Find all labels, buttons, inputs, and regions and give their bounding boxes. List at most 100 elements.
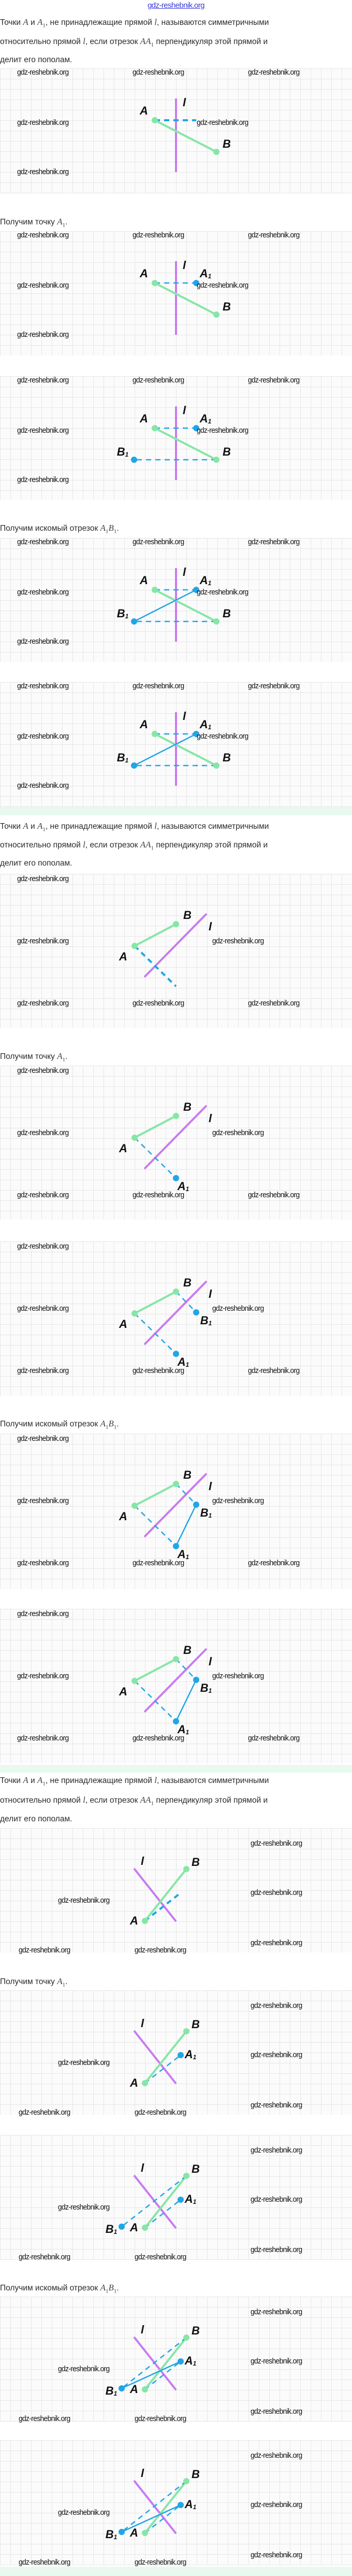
text-segment: перпендикуляр этой прямой и: [154, 37, 268, 46]
label-a1-letter: A: [199, 412, 208, 425]
watermark-text: gdz-reshebnik.org: [133, 1191, 184, 1199]
watermark-text: gdz-reshebnik.org: [251, 2245, 302, 2254]
label-a: A: [119, 1685, 127, 1698]
line-l: [133, 2336, 177, 2391]
label-b-letter: B: [223, 300, 231, 313]
text-segment: , не принадлежащие прямой: [45, 1776, 155, 1785]
label-l-letter: l: [209, 1480, 212, 1493]
definition-line: Точки A и A1, не принадлежащие прямой l,…: [0, 17, 269, 31]
label-b1: B1: [200, 1314, 212, 1327]
label-a1: A1: [177, 1723, 189, 1736]
watermark-text: gdz-reshebnik.org: [17, 1191, 69, 1199]
math-symbol: A: [23, 17, 28, 27]
label-a1-letter: A: [177, 1355, 186, 1368]
watermark-text: gdz-reshebnik.org: [17, 781, 69, 790]
point-b: [213, 149, 219, 155]
text-segment: Получим точку: [0, 1977, 57, 1986]
math-subscript: 1: [151, 41, 154, 48]
grid-diagram: [0, 1828, 352, 1952]
label-a1: A1: [177, 1548, 189, 1561]
label-a: A: [129, 2526, 138, 2539]
point-b: [173, 921, 179, 927]
watermark-text: gdz-reshebnik.org: [19, 2558, 70, 2567]
math-subscript: 1: [113, 528, 117, 535]
point-a1: [193, 587, 199, 593]
dashed-perpendicular-a: [144, 2199, 181, 2228]
math-symbol: A1: [100, 2283, 109, 2294]
definition-line: относительно прямой l, если отрезок AA1 …: [0, 840, 268, 853]
step-text: Получим точку A1.: [0, 1051, 67, 1065]
watermark-text: gdz-reshebnik.org: [251, 1839, 302, 1848]
label-l-letter: l: [183, 565, 186, 578]
label-b: B: [223, 751, 231, 764]
label-l-letter: l: [209, 1112, 212, 1125]
text-segment: и: [28, 1776, 38, 1785]
watermark-text: gdz-reshebnik.org: [17, 1559, 69, 1567]
watermark-text: gdz-reshebnik.org: [251, 2407, 302, 2416]
label-b1-subscript: 1: [125, 451, 129, 458]
point-a1: [178, 2197, 184, 2203]
watermark-text: gdz-reshebnik.org: [17, 1128, 69, 1137]
text-segment: , называются симметричными: [156, 822, 269, 831]
label-b1-letter: B: [106, 2223, 114, 2235]
math-base: A: [100, 1419, 106, 1428]
watermark-text: gdz-reshebnik.org: [133, 682, 184, 690]
point-b: [213, 312, 219, 318]
watermark-text: gdz-reshebnik.org: [197, 588, 248, 597]
label-a1: A1: [184, 2498, 197, 2511]
label-l-letter: l: [141, 2323, 144, 2336]
point-a1: [178, 2052, 184, 2058]
label-b1-subscript: 1: [114, 2533, 118, 2541]
label-a1: A1: [199, 412, 212, 426]
math-symbol: l: [154, 17, 157, 27]
label-b1-letter: B: [117, 607, 125, 620]
label-l-letter: l: [209, 1287, 212, 1300]
point-b: [183, 2478, 189, 2484]
point-a1: [193, 425, 199, 431]
watermark-text: gdz-reshebnik.org: [251, 2451, 302, 2460]
watermark-text: gdz-reshebnik.org: [17, 231, 69, 239]
watermark-text: gdz-reshebnik.org: [17, 167, 69, 176]
label-a1: A1: [184, 2048, 197, 2061]
segment-ab: [144, 2175, 187, 2229]
text-segment: Получим искомый отрезок: [0, 2284, 100, 2292]
math-base: A: [57, 217, 63, 227]
text-segment: относительно прямой: [0, 841, 83, 850]
watermark-text: gdz-reshebnik.org: [17, 1242, 69, 1251]
label-a1-letter: A: [177, 1180, 186, 1193]
segment-a1b1: [121, 2504, 181, 2533]
point-b1: [119, 2385, 125, 2391]
point-a1: [173, 1718, 179, 1724]
label-b-letter: B: [183, 1644, 192, 1657]
watermark-text: gdz-reshebnik.org: [248, 1559, 300, 1567]
dashed-perpendicular-a: [144, 1892, 182, 1922]
watermark-text: gdz-reshebnik.org: [133, 68, 184, 77]
label-b: B: [223, 607, 231, 620]
watermark-text: gdz-reshebnik.org: [58, 2508, 110, 2517]
text-segment: .: [116, 524, 119, 533]
label-b-letter: B: [183, 1100, 192, 1113]
watermark-text: gdz-reshebnik.org: [58, 2365, 110, 2373]
watermark-text: gdz-reshebnik.org: [251, 2195, 302, 2204]
label-a-letter: A: [119, 1318, 127, 1331]
dashed-perpendicular-a: [134, 1680, 177, 1722]
point-a: [142, 1918, 148, 1924]
step-text: Получим искомый отрезок A1B1.: [0, 523, 119, 536]
math-subscript: 1: [113, 1424, 117, 1431]
grid-diagram: [0, 1066, 352, 1220]
text-segment: относительно прямой: [0, 1796, 83, 1805]
site-header-link[interactable]: gdz-reshebnik.org: [148, 1, 204, 10]
dashed-perpendicular-b: [121, 2175, 187, 2227]
label-a-letter: A: [139, 718, 148, 731]
label-b: B: [183, 1276, 192, 1289]
point-a1: [193, 731, 199, 737]
math-subscript: 1: [42, 826, 46, 833]
line-l: [133, 1867, 177, 1922]
segment-a1b1: [175, 1504, 197, 1547]
math-base: B: [108, 1419, 114, 1428]
text-segment: , называются симметричными: [156, 1776, 269, 1785]
math-base: A: [57, 1051, 63, 1061]
dashed-perpendicular-a: [144, 2055, 181, 2084]
